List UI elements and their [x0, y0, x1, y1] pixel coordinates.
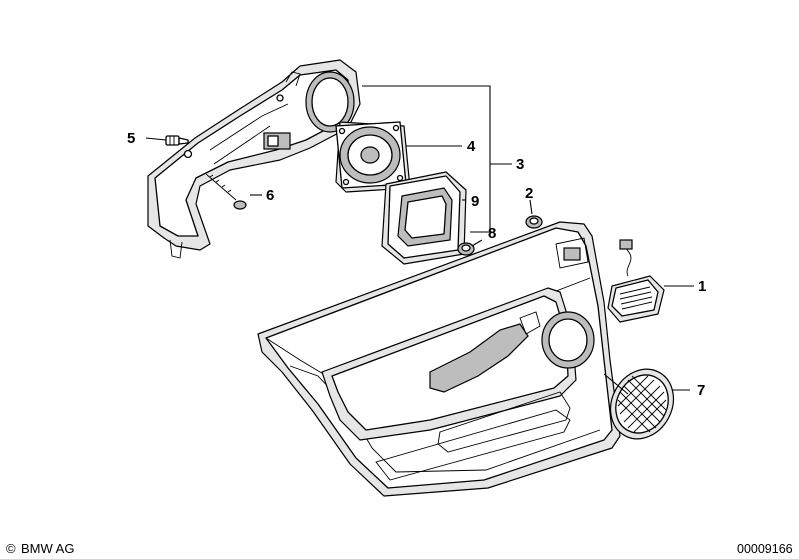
speaker-cover — [609, 368, 675, 440]
callout-9: 9 — [471, 193, 479, 210]
callout-1: 1 — [698, 278, 706, 295]
callout-6: 6 — [266, 187, 274, 204]
clip-nut — [457, 242, 475, 256]
screw — [205, 173, 247, 210]
speaker-ring — [381, 171, 467, 265]
clip — [525, 215, 543, 229]
copyright-symbol: © — [6, 541, 16, 556]
callout-7: 7 — [697, 382, 705, 399]
speaker-housing — [147, 59, 361, 259]
drawing-number: 00009166 — [737, 542, 793, 556]
bolt — [165, 135, 189, 146]
brand-label: BMW AG — [21, 541, 74, 556]
loudspeaker — [335, 121, 411, 193]
callout-4: 4 — [467, 138, 476, 155]
callout-2: 2 — [525, 185, 533, 202]
tweeter-grille — [607, 239, 665, 323]
callout-8: 8 — [488, 225, 496, 242]
callout-5: 5 — [127, 130, 135, 147]
footer: © BMW AG 00009166 — [6, 541, 793, 556]
callout-labels: 1 2 3 4 5 6 7 8 9 — [127, 130, 706, 399]
door-trim-panel — [257, 221, 621, 497]
leader-lines — [145, 85, 694, 395]
callout-3: 3 — [516, 156, 524, 173]
